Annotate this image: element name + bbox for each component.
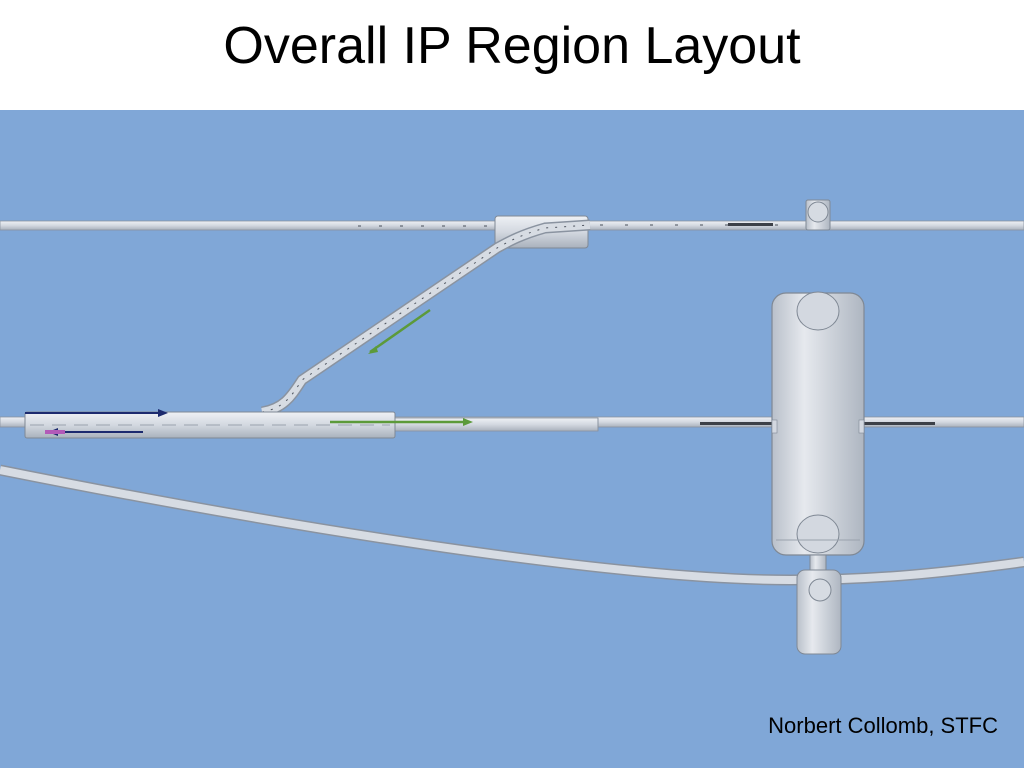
detector-vessel: [771, 291, 865, 556]
diagram-background: [0, 110, 1024, 768]
curved-lower-beamline: [0, 464, 1024, 586]
slide-title: Overall IP Region Layout: [223, 17, 801, 75]
beam-arrows: [25, 409, 473, 436]
ip-region-diagram: [0, 110, 1024, 768]
lower-section-box: [24, 411, 396, 439]
lower-cylinder: [796, 569, 842, 655]
upper-flange: [805, 199, 831, 231]
diagonal-transfer-line: [260, 219, 591, 418]
author-credit: Norbert Collomb, STFC: [768, 713, 998, 738]
